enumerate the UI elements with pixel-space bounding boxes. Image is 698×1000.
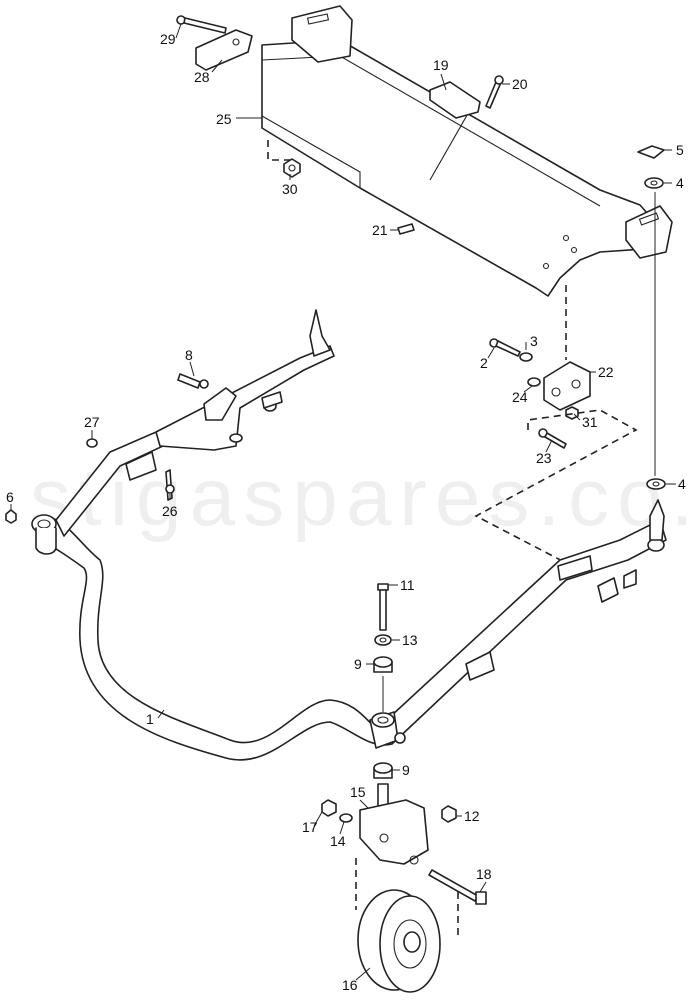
grease-nipple-part (177, 373, 209, 389)
callout-1: 1 (146, 711, 154, 727)
callout-30: 30 (282, 181, 298, 197)
nut-part (283, 158, 301, 178)
callout-19: 19 (433, 57, 449, 73)
callout-28: 28 (194, 69, 210, 85)
callout-11: 11 (400, 577, 415, 593)
callout-4-lower: 4 (678, 476, 686, 492)
bolt-part (176, 15, 227, 34)
washer-part (644, 177, 664, 189)
callout-labels: 29 28 25 30 19 20 5 4 21 3 2 22 24 31 23… (6, 31, 686, 993)
bolt-part (489, 338, 521, 357)
callout-23: 23 (536, 450, 552, 466)
callout-15: 15 (350, 784, 366, 800)
nut-part (321, 799, 337, 817)
callout-8: 8 (185, 347, 193, 363)
callout-29: 29 (160, 31, 176, 47)
callout-31: 31 (582, 414, 598, 430)
callout-12: 12 (464, 808, 480, 824)
callout-22: 22 (598, 364, 614, 380)
callout-14: 14 (330, 833, 346, 849)
callout-4-upper: 4 (676, 175, 684, 191)
callout-13: 13 (402, 632, 418, 648)
callout-18: 18 (476, 866, 492, 882)
callout-27: 27 (84, 414, 100, 430)
bushing-part (373, 762, 393, 779)
bolt-part (165, 469, 175, 501)
washer-part (86, 438, 98, 448)
washer-part (646, 478, 666, 490)
washer-part (527, 377, 541, 387)
callout-26: 26 (162, 503, 178, 519)
callout-9-lower: 9 (402, 762, 410, 778)
pin-part (397, 223, 415, 235)
bolt-part (428, 869, 487, 905)
washer-part (339, 813, 353, 823)
callout-6: 6 (6, 489, 14, 505)
plate-part (195, 29, 253, 71)
callout-9-upper: 9 (354, 656, 362, 672)
callout-17: 17 (302, 819, 318, 835)
bolt-part (538, 428, 567, 449)
cover-beam-part (261, 5, 673, 297)
caster-fork-part (359, 783, 429, 865)
callout-5: 5 (676, 142, 684, 158)
bolt-part (377, 583, 389, 631)
bracket-part (429, 81, 481, 119)
callout-20: 20 (512, 76, 528, 92)
nut-part (5, 509, 17, 524)
steering-arm-part (155, 309, 335, 451)
callout-leaders (10, 23, 676, 981)
washer-part (374, 634, 392, 646)
bushing-part (373, 656, 393, 673)
callout-16: 16 (342, 977, 358, 993)
clip-part (637, 145, 665, 159)
callout-24: 24 (512, 389, 528, 405)
mount-block-part (543, 361, 591, 411)
callout-25: 25 (216, 111, 232, 127)
wheel-part (357, 889, 441, 993)
callout-2: 2 (480, 355, 488, 371)
nut-part (565, 406, 579, 420)
callout-21: 21 (372, 222, 388, 238)
washer-part (519, 352, 533, 362)
nut-part (441, 805, 457, 823)
bolt-part (485, 75, 504, 109)
callout-3: 3 (530, 333, 538, 349)
